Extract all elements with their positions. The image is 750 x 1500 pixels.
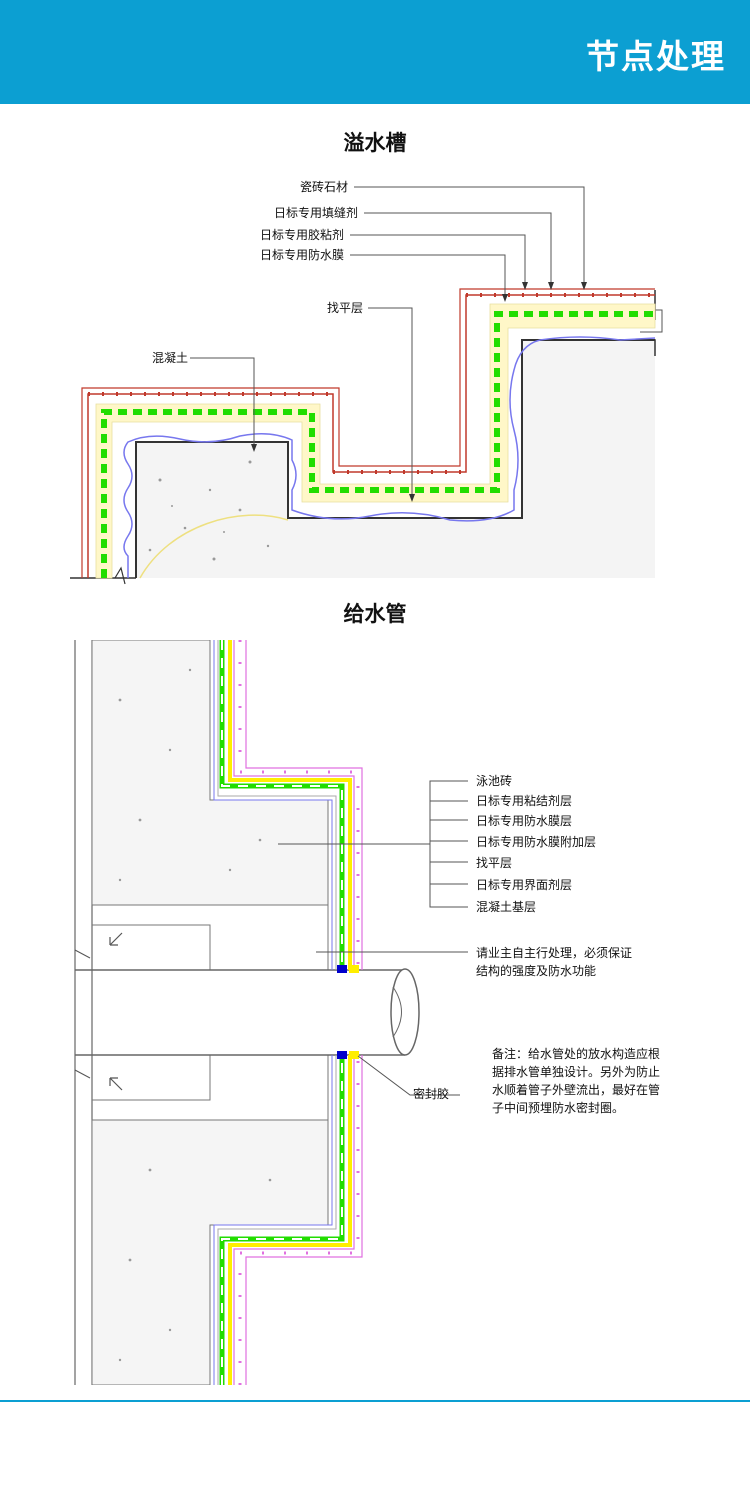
legend-membrane-extra: 日标专用防水膜附加层: [476, 834, 596, 849]
label-tile-adhesive: 日标专用胶粘剂: [260, 227, 344, 242]
legend-adhesive: 日标专用粘结剂层: [476, 793, 572, 808]
legend-interface: 日标专用界面剂层: [476, 877, 572, 892]
label-waterproof-membrane: 日标专用防水膜: [260, 247, 344, 262]
legend-concrete-base: 混凝土基层: [476, 899, 536, 914]
supply-pipe: [75, 969, 405, 1056]
leveling-layer: [95, 303, 656, 579]
pool-tile-upper: [233, 640, 363, 970]
concrete-lower: [91, 1119, 329, 1385]
water-pipe-diagram: 泳池砖 日标专用粘结剂层 日标专用防水膜层 日标专用防水膜附加层 找平层 日标专…: [74, 640, 660, 1385]
remark-line-2: 据排水管单独设计。另外为防止: [492, 1064, 660, 1079]
legend-leveling: 找平层: [476, 856, 512, 870]
page-title: 节点处理: [586, 37, 726, 76]
concrete-body: [136, 340, 655, 578]
concrete-aggregate-pipe: [118, 668, 272, 1362]
sealant-label: 密封胶: [413, 1086, 449, 1101]
concrete-upper: [91, 640, 329, 906]
interface-layer-upper: [213, 640, 333, 970]
header-bar: 节点处理: [0, 0, 750, 104]
yellow-arc: [139, 514, 289, 579]
label-tile-stone: 瓷砖石材: [300, 179, 348, 194]
pool-tile-lower: [233, 1055, 363, 1385]
adhesive-upper: [228, 640, 352, 970]
label-leveling-layer: 找平层: [327, 301, 363, 315]
concrete-aggregate: [148, 460, 270, 561]
pipe-end: [390, 968, 420, 1056]
label-concrete: 混凝土: [152, 350, 188, 365]
water-pipe-title: 给水管: [343, 602, 407, 626]
legend-pool-tile: 泳池砖: [476, 773, 512, 788]
interface-layer: [123, 336, 656, 578]
overflow-trough-title: 溢水槽: [343, 131, 407, 155]
interface-layer-lower: [213, 1055, 333, 1385]
owner-note-line-2: 结构的强度及防水功能: [476, 963, 596, 978]
overflow-trough-diagram: 瓷砖石材 日标专用填缝剂 日标专用胶粘剂 日标专用防水膜 找平层 混凝土: [70, 179, 663, 585]
sealant-points: [337, 965, 359, 1059]
leveling-upper: [217, 640, 337, 970]
remark-line-4: 子中间预埋防水密封圈。: [492, 1100, 624, 1115]
remark-line-1: 备注：给水管处的放水构造应根: [492, 1046, 660, 1061]
adhesive-lower: [228, 1055, 352, 1385]
remark-line-3: 水顺着管子外壁流出，最好在管: [492, 1082, 660, 1097]
legend-bracket: [278, 780, 468, 1096]
legend-membrane: 日标专用防水膜层: [476, 813, 572, 828]
label-joint-filler: 日标专用填缝剂: [274, 205, 358, 220]
owner-note-line-1: 请业主自主行处理，必须保证: [476, 946, 632, 960]
leveling-lower: [217, 1055, 337, 1385]
footer-divider: [0, 1400, 750, 1402]
waterproof-membrane: [101, 311, 655, 578]
